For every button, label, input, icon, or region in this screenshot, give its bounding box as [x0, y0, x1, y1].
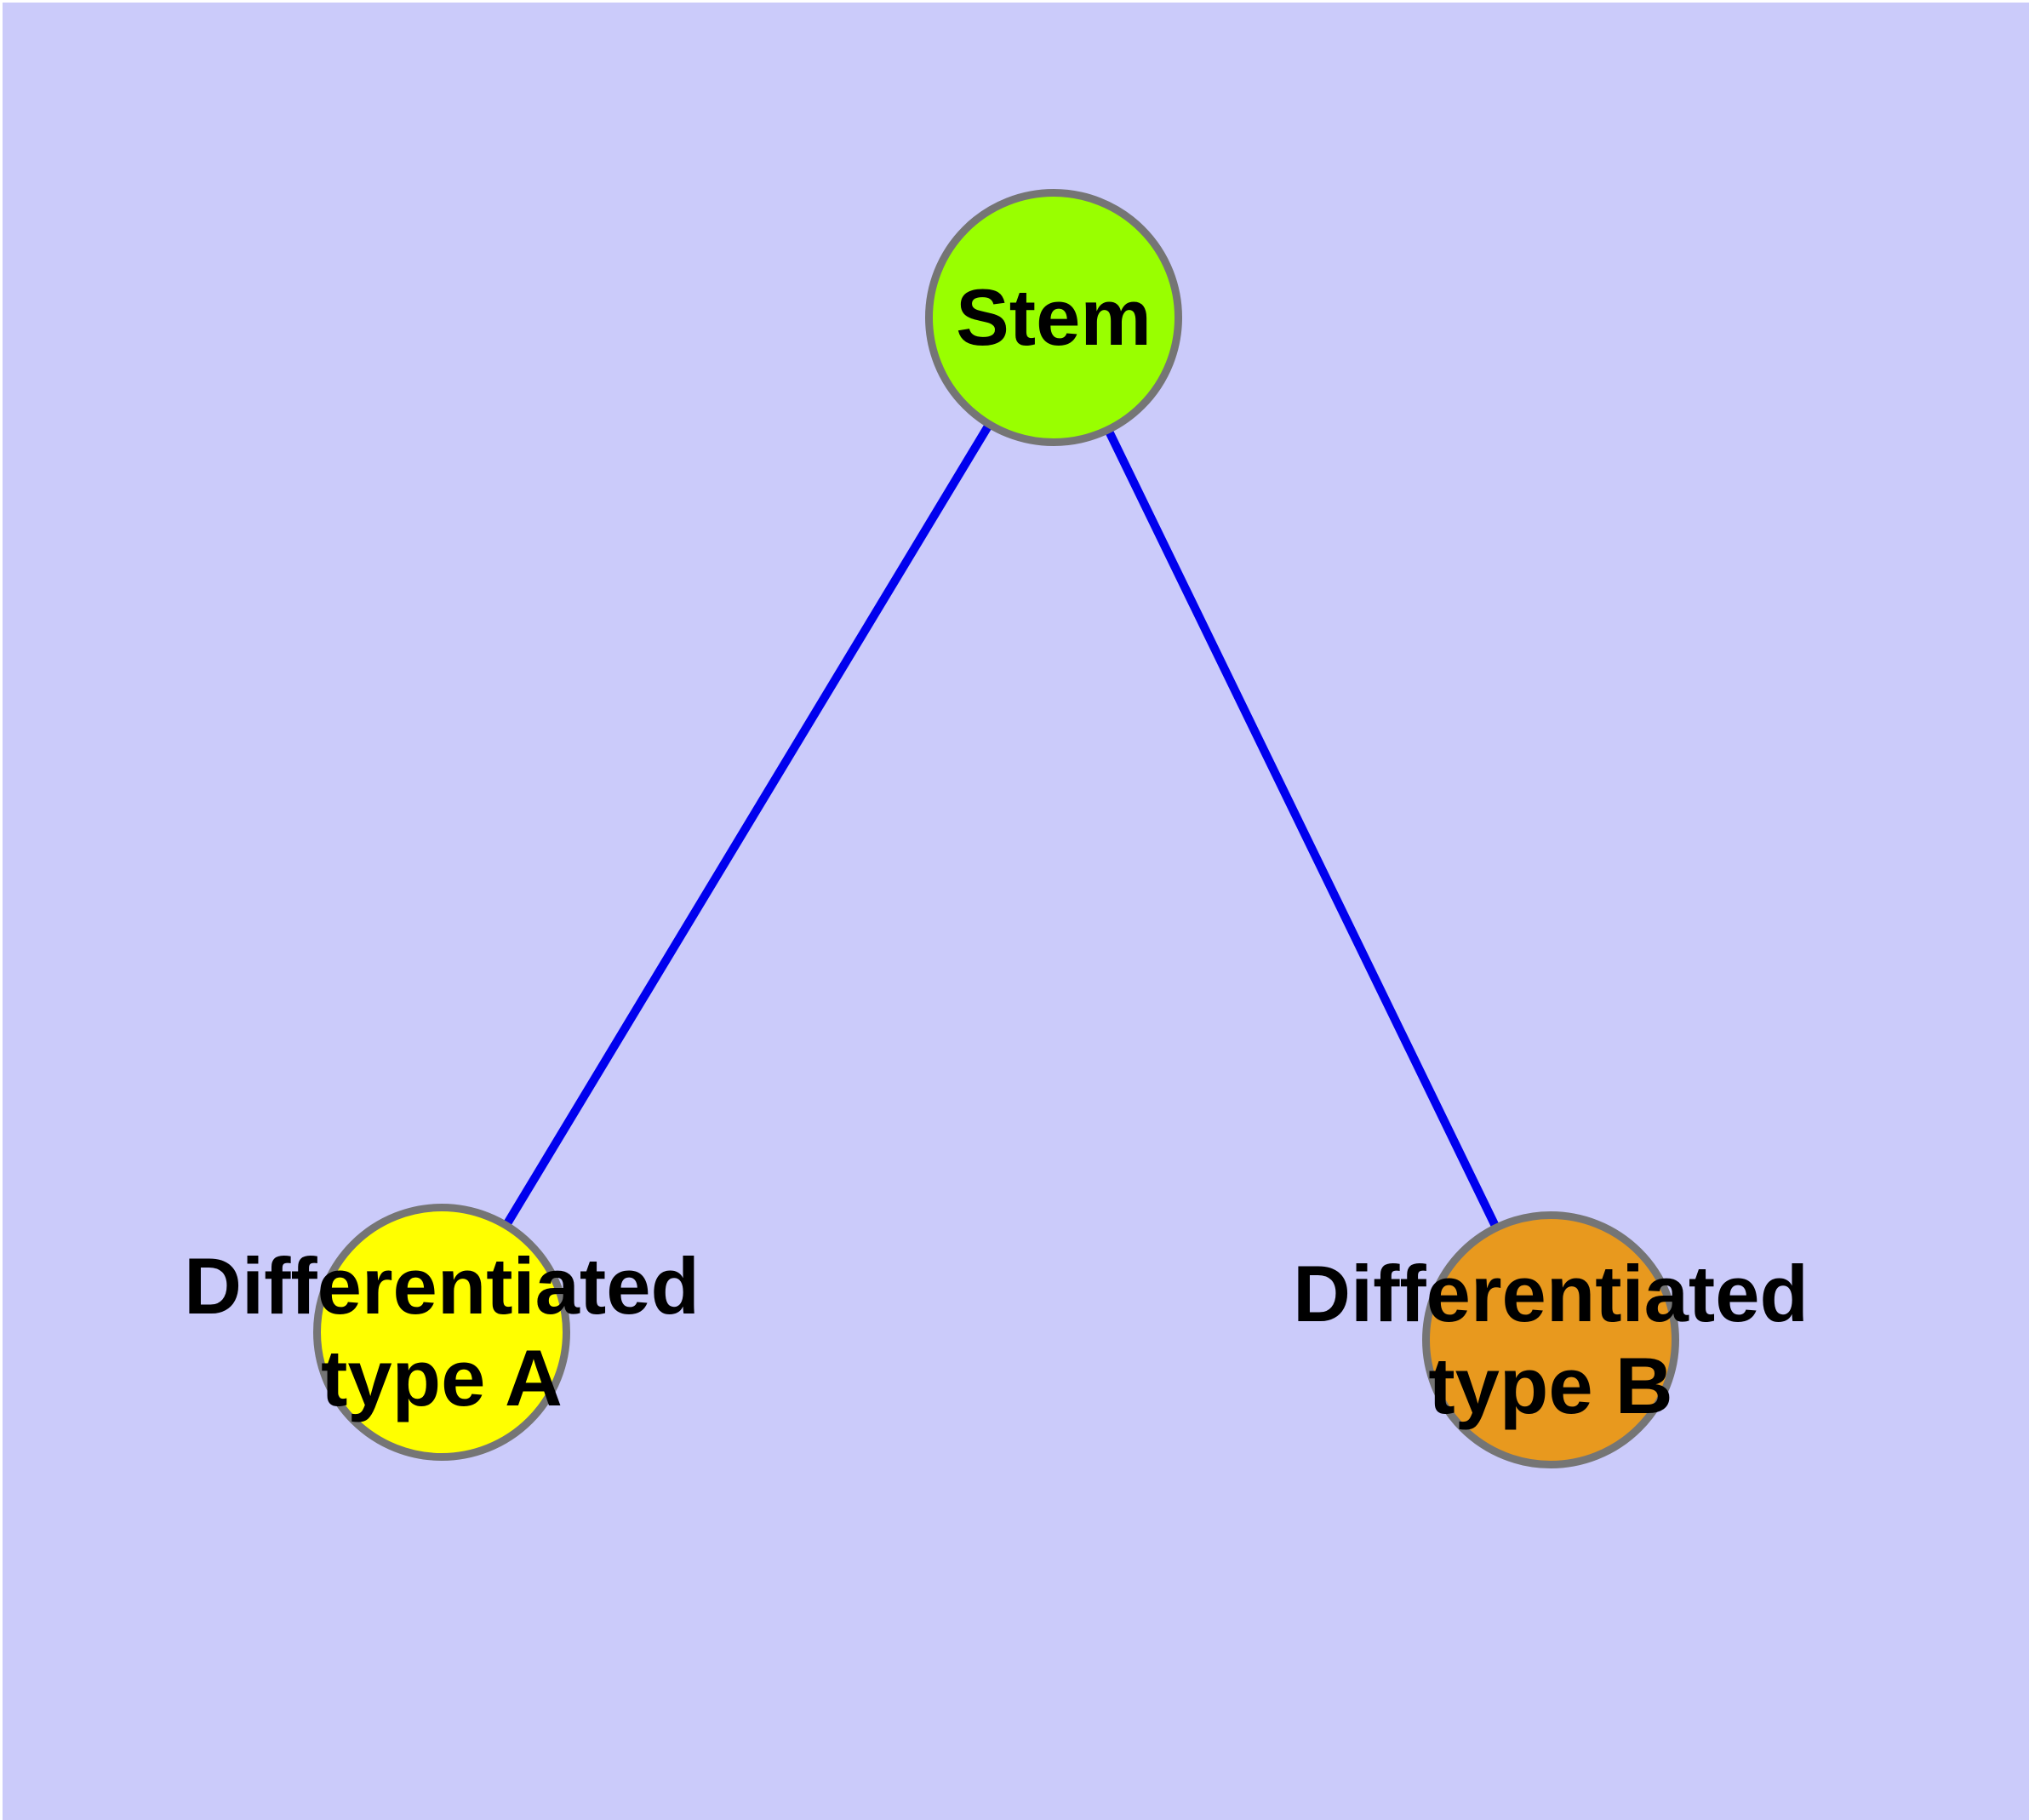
node-stem-label: Stem — [956, 272, 1152, 362]
node-type-a-label-line2: type A — [321, 1333, 563, 1422]
node-type-b-label-line2: type B — [1428, 1341, 1673, 1430]
node-type-b-label-line1: Differentiated — [1293, 1249, 1809, 1338]
edges-layer — [437, 315, 1555, 1342]
node-type-a-label-line1: Differentiated — [184, 1241, 700, 1331]
edge-stem-to-type-a — [437, 315, 1058, 1335]
node-differentiated-type-a — [313, 1204, 570, 1461]
node-type-a-label: Differentiated type A — [184, 1240, 700, 1424]
node-stem — [925, 189, 1182, 446]
diagram-canvas: Stem Differentiated type A Differentiate… — [3, 3, 2029, 1820]
edge-stem-to-type-b — [1049, 315, 1555, 1342]
node-type-b-label: Differentiated type B — [1293, 1248, 1809, 1432]
node-differentiated-type-b — [1422, 1211, 1679, 1468]
